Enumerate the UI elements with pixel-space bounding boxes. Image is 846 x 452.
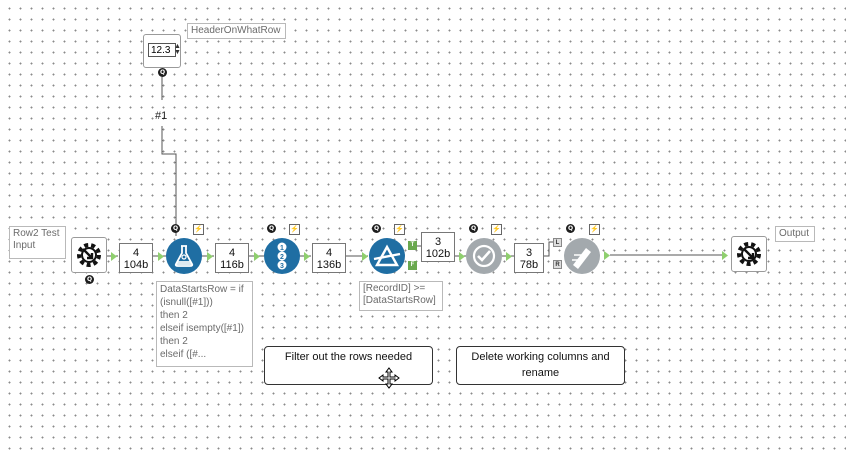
output-anchor[interactable] xyxy=(604,251,610,260)
output-anchor[interactable] xyxy=(111,252,117,261)
numeric-value-field: 12.3 xyxy=(148,43,176,57)
record-count-box: 4 116b xyxy=(215,243,249,273)
record-size: 102b xyxy=(425,248,451,260)
formula-annotation: DataStartsRow = if (isnull([#1])) then 2… xyxy=(156,281,253,367)
record-count: 4 xyxy=(325,247,333,259)
select-tool[interactable] xyxy=(466,238,502,274)
filter-comment-box[interactable]: Filter out the rows needed xyxy=(264,346,433,385)
svg-text:2: 2 xyxy=(280,254,284,261)
filter-icon xyxy=(373,244,401,267)
formula-lightning-icon: ⚡ xyxy=(193,224,204,235)
rename-q-badge: Q xyxy=(566,224,575,233)
question-anchor-icon[interactable]: Q xyxy=(158,68,167,77)
record-id-tool[interactable]: 1 2 3 xyxy=(264,238,300,274)
output-data-tool[interactable] xyxy=(731,236,767,272)
input-anchor[interactable] xyxy=(459,252,465,261)
delete-comment-box[interactable]: Delete working columns and rename xyxy=(456,346,625,385)
record-size: 116b xyxy=(220,259,244,271)
select-lightning-icon: ⚡ xyxy=(491,224,502,235)
question-label: HeaderOnWhatRow xyxy=(187,23,286,39)
wire-label: #1 xyxy=(155,110,168,122)
input-annotation: Row2 Test Input xyxy=(9,226,66,259)
record-size: 136b xyxy=(316,259,342,271)
output-anchor[interactable] xyxy=(207,252,213,261)
record-count-box: 4 104b xyxy=(119,243,153,273)
filter-lightning-icon: ⚡ xyxy=(394,224,405,235)
rename-lightning-icon: ⚡ xyxy=(589,224,600,235)
filter-q-badge: Q xyxy=(372,224,381,233)
output-label: Output xyxy=(775,226,815,242)
dynamic-rename-tool[interactable] xyxy=(564,238,600,274)
dynamic-rename-icon xyxy=(572,248,591,269)
input-anchor[interactable] xyxy=(362,252,368,261)
input-anchor[interactable] xyxy=(254,252,260,261)
record-count: 4 xyxy=(228,247,236,259)
numeric-updown-tool[interactable]: 12.3 ▲▼ xyxy=(143,34,181,68)
filter-true-anchor[interactable]: T xyxy=(408,241,417,250)
input-data-tool[interactable] xyxy=(71,237,107,273)
filter-false-anchor[interactable]: F xyxy=(408,261,417,270)
record-size: 78b xyxy=(519,259,539,271)
record-count-box: 4 136b xyxy=(312,243,346,273)
svg-text:1: 1 xyxy=(280,245,284,252)
select-q-badge: Q xyxy=(469,224,478,233)
input-anchor[interactable] xyxy=(158,252,164,261)
gear-input-icon xyxy=(77,243,101,267)
input-anchor[interactable] xyxy=(722,251,728,260)
filter-tool[interactable] xyxy=(369,238,405,274)
recordid-lightning-icon: ⚡ xyxy=(289,224,300,235)
filter-annotation-line: [RecordID] >= xyxy=(363,283,426,294)
formula-annotation-line: elseif isempty([#1]) xyxy=(160,323,244,334)
output-anchor[interactable] xyxy=(304,252,310,261)
record-size: 104b xyxy=(123,259,149,271)
formula-annotation-line: elseif ([#... xyxy=(160,349,207,360)
move-cursor-icon xyxy=(378,367,400,389)
record-count-box: 3 78b xyxy=(514,243,544,273)
record-count: 3 xyxy=(434,236,442,248)
input-q-badge: Q xyxy=(85,275,94,284)
formula-annotation-line: DataStartsRow = if xyxy=(160,284,244,295)
flask-icon xyxy=(174,245,194,267)
gear-output-icon xyxy=(737,242,761,266)
filter-comment-text: Filter out the rows needed xyxy=(284,351,413,363)
record-count-box: 3 102b xyxy=(421,232,455,262)
output-anchor[interactable] xyxy=(506,252,512,261)
recordid-q-badge: Q xyxy=(267,224,276,233)
record-count: 3 xyxy=(525,247,533,259)
filter-annotation-line: [DataStartsRow] xyxy=(363,295,436,306)
svg-text:3: 3 xyxy=(280,263,284,270)
join-left-anchor[interactable]: L xyxy=(553,238,562,247)
select-check-icon xyxy=(472,244,496,268)
spinner-arrows-icon: ▲▼ xyxy=(174,43,181,56)
delete-comment-text: Delete working columns and rename xyxy=(471,351,610,379)
filter-annotation: [RecordID] >= [DataStartsRow] xyxy=(359,281,443,311)
record-count: 4 xyxy=(132,247,140,259)
join-right-anchor[interactable]: R xyxy=(553,260,562,269)
formula-tool[interactable] xyxy=(166,238,202,274)
recordid-icon: 1 2 3 xyxy=(277,242,287,270)
input-label: Row2 Test Input xyxy=(13,228,60,251)
formula-annotation-line: (isnull([#1])) xyxy=(160,297,213,308)
formula-annotation-line: then 2 xyxy=(160,336,188,347)
formula-annotation-line: then 2 xyxy=(160,310,188,321)
formula-q-badge: Q xyxy=(171,224,180,233)
